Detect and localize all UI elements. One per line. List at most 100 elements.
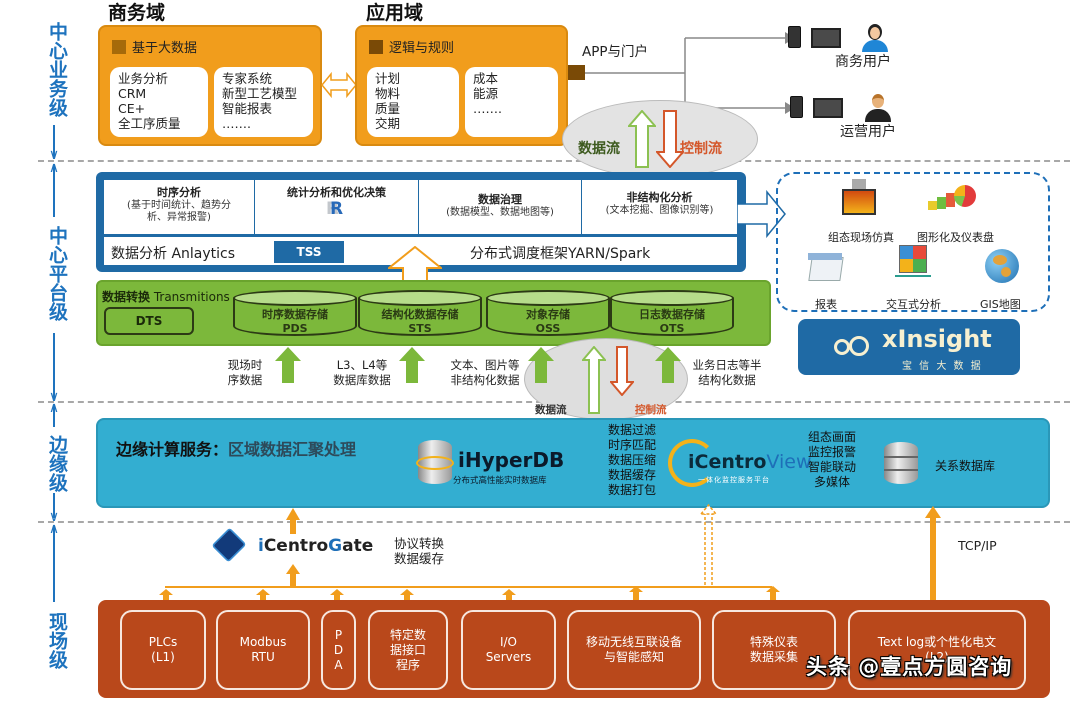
device-label: 据接口 [389, 642, 426, 657]
edge-feature-list: 组态画面 监控报警 智能联动 多媒体 [802, 430, 862, 490]
device-label: RTU [251, 650, 275, 664]
green-up-arrow-icon [528, 347, 554, 383]
tss-badge: TSS [274, 241, 344, 263]
square-bullet-icon [369, 39, 383, 54]
caption-line: 数据库数据 [333, 373, 391, 387]
list-item: 数据缓存 [394, 551, 445, 566]
list-item: 数据过滤 [607, 423, 656, 437]
male-user-icon [863, 94, 893, 122]
user-label: 商务用户 [835, 54, 891, 70]
list-item: 组态画面 [807, 430, 856, 444]
gateway-name-part: Centro [263, 536, 329, 556]
control-flow-down-arrow-icon [656, 110, 684, 168]
caption-line: 现场时 [227, 358, 263, 372]
device-card-special-instruments: 特殊仪表数据采集 [712, 610, 836, 690]
cylinder-code: STS [408, 322, 432, 335]
caption-line: 序数据 [227, 373, 263, 387]
mobile-device-icon [788, 26, 801, 48]
analytics-cell-title: 非结构化分析 [626, 191, 693, 204]
cylinder-top [610, 290, 734, 306]
square-bullet-icon [112, 39, 126, 54]
device-up-arrow-icon [330, 589, 344, 603]
tier-label-platform: 中心平台级 [46, 225, 68, 321]
user-row-operations: 运营用户 [785, 94, 945, 144]
tier-label-field: 现场级 [46, 611, 68, 669]
dts-box: DTS [104, 307, 194, 335]
application-domain-header-text: 逻辑与规则 [389, 41, 455, 56]
device-label: 数据采集 [749, 650, 798, 664]
icentroview-name: iCentroView [688, 451, 811, 473]
analytics-cell-subtitle: (文本挖掘、图像识别等) [605, 205, 714, 216]
device-label: PLCs [148, 635, 178, 649]
icentroview-subtitle: 一体化监控服务平台 [698, 476, 770, 484]
list-item: 数据缓存 [607, 468, 656, 482]
icentroview-logo: iCentroView 一体化监控服务平台 [668, 437, 811, 492]
device-label: A [334, 657, 343, 672]
gateway-name-part: ate [342, 536, 374, 556]
cylinder-top [486, 290, 610, 306]
visualization-label: 交互式分析 [886, 298, 941, 311]
list-item: 时序匹配 [607, 438, 656, 452]
tcp-ip-label: TCP/IP [958, 538, 997, 553]
commerce-domain-title: 商务域 [108, 2, 166, 24]
list-item: 多媒体 [813, 475, 850, 489]
database-icon [416, 440, 454, 484]
list-item: 智能报表 [222, 101, 273, 116]
portal-connector-node [568, 65, 585, 80]
cylinder-code: OSS [535, 322, 561, 335]
device-label: I/O [499, 635, 517, 649]
visualization-label: GIS地图 [980, 298, 1021, 311]
list-item: 质量 [375, 101, 401, 116]
analytics-cell-subtitle: (数据模型、数据地图等) [446, 207, 554, 218]
icentrogate-name: iCentroGate [258, 536, 373, 556]
visualization-label: 报表 [815, 298, 837, 311]
application-domain-title: 应用域 [366, 2, 424, 24]
cube-analysis-icon [895, 245, 931, 285]
list-item: CRM [118, 86, 147, 101]
ihyperdb-subtitle: 分布式高性能实时数据库 [453, 476, 547, 486]
device-card-text-log: Text log或个性化电文(L2) [848, 610, 1026, 690]
gateway-feature-list: 协议转换 数据缓存 [394, 536, 458, 566]
tier-label-business: 中心业务级 [46, 21, 68, 117]
relational-database-icon [884, 442, 918, 484]
list-item: 新型工艺模型 [222, 86, 298, 101]
storage-input-caption: 业务日志等半结构化数据 [684, 358, 770, 388]
edge-title-rest: 区域数据汇聚处理 [228, 440, 357, 459]
icentroview-ring-icon [668, 439, 716, 487]
list-item: 专家系统 [222, 71, 273, 86]
r-language-icon: R [329, 199, 344, 219]
cylinder-top [358, 290, 482, 306]
xinsight-brand-name: xInsight [882, 325, 992, 353]
tier-line [53, 493, 55, 518]
framework-label: 分布式调度框架YARN/Spark [470, 246, 651, 262]
list-item: 业务分析 [118, 71, 169, 86]
device-label: (L1) [151, 650, 175, 664]
cylinder-top [233, 290, 357, 306]
separator-edge-field [38, 521, 1070, 523]
xinsight-brand-subtitle: 宝 信 大 数 据 [902, 361, 983, 372]
commerce-left-card: 业务分析 CRM CE+ 全工序质量 [110, 67, 208, 137]
female-user-icon [860, 24, 890, 52]
analytics-cell-title: 时序分析 [157, 186, 201, 199]
dashboard-chart-icon [928, 185, 978, 215]
xinsight-logo-icon [834, 335, 872, 357]
device-label: 特殊仪表 [749, 635, 798, 649]
storage-title: 数据转换 Transmitions [102, 288, 230, 305]
list-item: 监控报警 [807, 445, 856, 459]
tier-line [53, 125, 55, 157]
device-card-plcs: PLCs(L1) [120, 610, 206, 690]
gateway-name-part: i [258, 536, 264, 556]
caption-line: 非结构化数据 [450, 373, 520, 387]
user-label: 运营用户 [840, 124, 896, 140]
device-up-arrow-icon [629, 586, 643, 602]
list-item: 计划 [375, 71, 401, 86]
device-up-arrow-icon [400, 589, 414, 603]
flow-ellipse-middle [524, 338, 688, 420]
list-item: 协议转换 [394, 536, 445, 551]
list-item: ……. [473, 101, 502, 116]
